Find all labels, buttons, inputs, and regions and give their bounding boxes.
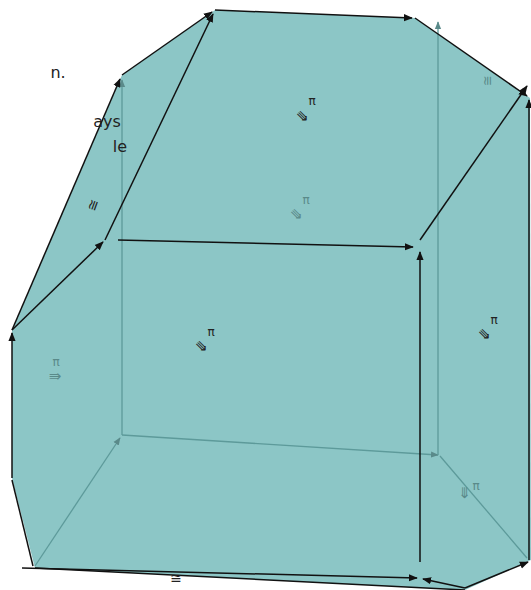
two-cell-pi: π [52, 356, 59, 368]
iso-label: ≅ [481, 75, 494, 86]
solid-fill [12, 10, 531, 590]
two-cell-pi: π [472, 480, 479, 492]
two-cell-pi: π [490, 314, 497, 326]
two-cell-pi: π [302, 194, 309, 206]
two-cell-pi: π [308, 95, 315, 107]
fragment-text: le [113, 139, 127, 155]
front-edges [12, 10, 529, 590]
iso-label: ≅ [170, 571, 182, 585]
fragment-text: n. [50, 65, 65, 81]
fragment-text: ays [93, 114, 121, 130]
two-cell-arrow: ⇛ [49, 369, 62, 384]
two-cell-pi: π [207, 326, 214, 338]
two-cell-arrow: ⇛ [456, 486, 471, 499]
